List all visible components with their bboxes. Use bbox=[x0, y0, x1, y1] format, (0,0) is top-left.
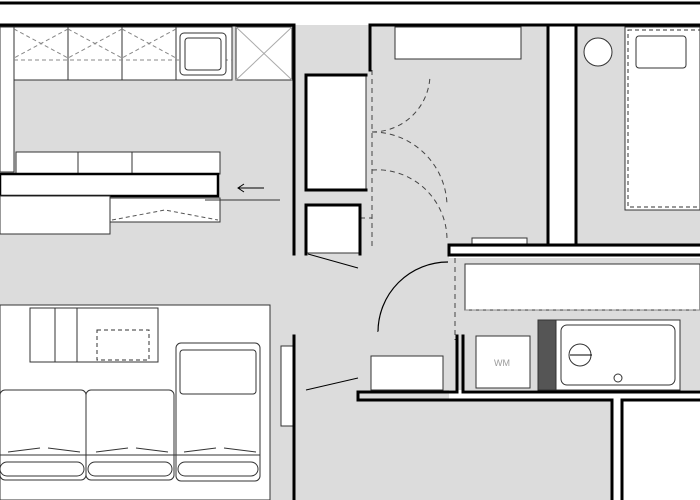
nightstand-lamp bbox=[583, 37, 613, 67]
shoe-cabinet bbox=[305, 204, 361, 254]
bathroom-vanity bbox=[464, 263, 700, 311]
pillow bbox=[635, 35, 687, 69]
bathtub-dark-panel bbox=[537, 319, 557, 391]
bathroom: WM bbox=[464, 263, 700, 391]
sofa bbox=[0, 342, 261, 482]
washing-machine-label: WM bbox=[494, 358, 510, 368]
dishwasher bbox=[109, 197, 221, 223]
island-upper-cabinets bbox=[15, 151, 221, 175]
bedroom-desk bbox=[394, 26, 522, 60]
island-lower-cabinet bbox=[0, 195, 111, 235]
bedroom-wall-panel bbox=[547, 24, 577, 246]
hallway bbox=[305, 70, 456, 391]
bathroom-door-swing bbox=[377, 261, 449, 333]
bathtub-tap bbox=[613, 373, 623, 383]
hall-door-swing bbox=[371, 169, 448, 241]
washing-machine bbox=[475, 335, 531, 389]
wardrobe-door-swing bbox=[371, 74, 431, 133]
kitchen bbox=[0, 26, 293, 235]
hall-bench bbox=[370, 355, 444, 391]
counter-crosses bbox=[13, 28, 232, 61]
kitchen-sink bbox=[179, 32, 227, 76]
lower-hall-floor bbox=[360, 400, 612, 500]
tv-unit bbox=[280, 345, 295, 427]
living-room bbox=[0, 304, 295, 500]
bedroom bbox=[394, 24, 700, 247]
upper-cabinet-tall bbox=[0, 26, 15, 173]
coffee-table bbox=[29, 307, 159, 363]
bedroom-door-swing bbox=[371, 131, 448, 206]
wardrobe bbox=[305, 74, 367, 191]
island-counter bbox=[0, 172, 220, 198]
